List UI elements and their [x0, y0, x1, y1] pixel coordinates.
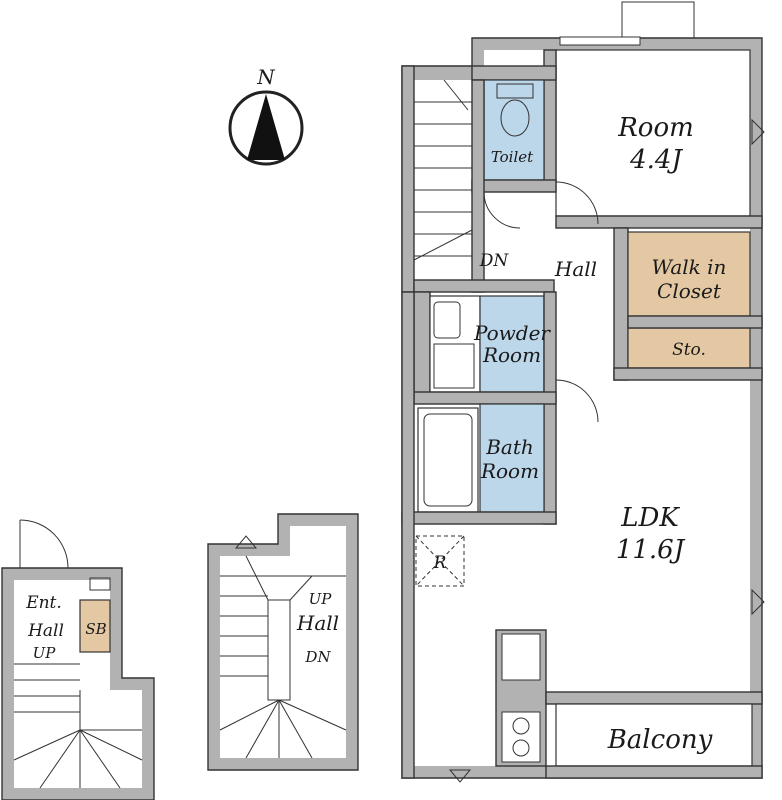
compass-north-label: N — [256, 65, 276, 89]
north-arrow-icon — [247, 94, 285, 160]
toilet-label: Toilet — [491, 148, 534, 166]
entrance-floor — [1, 519, 155, 800]
toilet-room — [483, 79, 545, 181]
entrance-hall-label: Hall — [27, 621, 64, 641]
balcony-area — [555, 703, 753, 767]
storage-area — [627, 327, 751, 369]
walk-in-closet — [627, 231, 751, 317]
balcony-label: Balcony — [607, 725, 713, 755]
ldk-name: LDK — [620, 503, 680, 533]
entrance-up-label: UP — [33, 644, 57, 662]
walk-in-closet-label-1: Walk in — [652, 255, 727, 279]
walk-in-closet-label-2: Closet — [657, 279, 722, 303]
ldk-size: 11.6J — [616, 535, 686, 565]
hall-label: Hall — [554, 257, 597, 281]
main-staircase — [413, 79, 473, 261]
stair-hall-label: Hall — [296, 611, 339, 635]
storage-label: Sto. — [672, 340, 706, 360]
refrigerator-label: R — [433, 553, 447, 573]
powder-room-label-2: Room — [482, 343, 541, 367]
bath-room-label-1: Bath — [485, 435, 534, 459]
shoe-box-label: SB — [85, 620, 106, 638]
bath-room-label-2: Room — [480, 459, 539, 483]
entrance-ent-label: Ent. — [25, 593, 62, 613]
refrigerator-space — [415, 535, 465, 587]
room-name: Room — [617, 113, 694, 143]
room-size: 4.4J — [629, 145, 683, 175]
entrance-staircase — [13, 663, 143, 789]
shoe-box — [79, 599, 111, 653]
stair-up-label: UP — [309, 590, 333, 608]
powder-room — [479, 295, 545, 393]
bath-room — [479, 403, 545, 513]
stair-floor — [207, 513, 359, 771]
middle-staircase — [219, 555, 347, 759]
dn-label: DN — [479, 251, 510, 271]
powder-room-label-1: Powder — [473, 321, 551, 345]
main-unit — [401, 1, 765, 783]
compass: N — [228, 65, 304, 166]
stair-dn-label: DN — [304, 648, 331, 666]
